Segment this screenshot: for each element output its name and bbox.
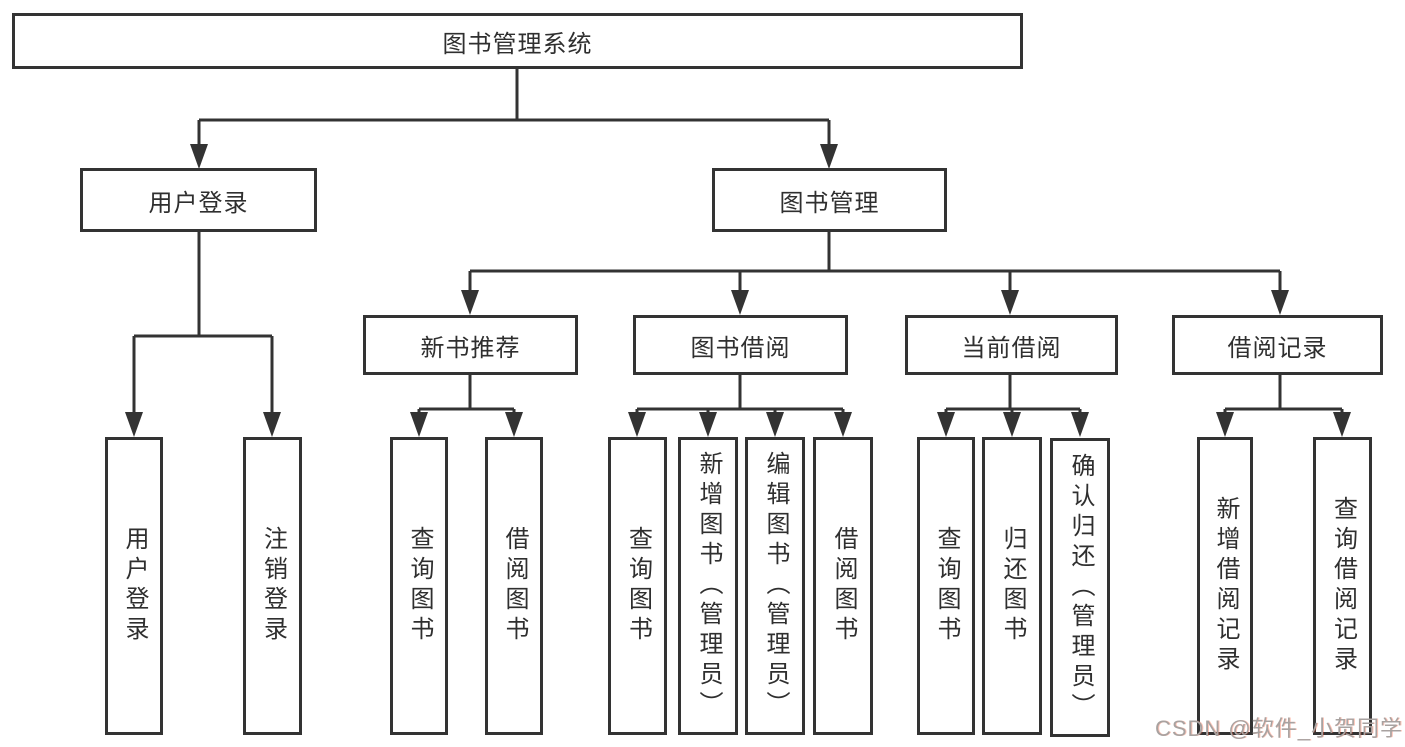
leaf-label: 新增图书（管理员） bbox=[695, 451, 722, 721]
leaf-user-login: 用户登录 bbox=[105, 437, 163, 735]
leaf-query-book-borrow: 查询图书 bbox=[608, 437, 667, 735]
leaf-label: 查询图书 bbox=[624, 526, 652, 646]
leaf-borrow-book: 借阅图书 bbox=[813, 437, 873, 735]
leaf-query-borrow-record: 查询借阅记录 bbox=[1313, 437, 1372, 735]
node-borrow-records: 借阅记录 bbox=[1172, 315, 1383, 375]
arrowheads bbox=[125, 144, 1351, 437]
leaf-label: 查询图书 bbox=[933, 526, 960, 646]
node-new-book-recommend: 新书推荐 bbox=[363, 315, 578, 375]
leaf-label: 注销登录 bbox=[259, 526, 287, 646]
leaf-label: 借阅图书 bbox=[830, 526, 857, 646]
leaf-confirm-return-admin: 确认归还（管理员） bbox=[1050, 438, 1110, 737]
node-user-login: 用户登录 bbox=[80, 168, 317, 232]
leaf-label: 借阅图书 bbox=[501, 526, 528, 646]
leaf-add-borrow-record: 新增借阅记录 bbox=[1197, 437, 1253, 735]
connector-root bbox=[197, 69, 831, 150]
leaf-query-book-recommend: 查询图书 bbox=[390, 437, 448, 735]
node-book-management: 图书管理 bbox=[712, 168, 947, 232]
leaf-logout: 注销登录 bbox=[243, 437, 302, 735]
leaf-return-book: 归还图书 bbox=[982, 437, 1042, 735]
connector-book-management bbox=[468, 232, 1282, 296]
leaf-query-book-current: 查询图书 bbox=[917, 437, 975, 735]
leaf-label: 用户登录 bbox=[121, 526, 148, 646]
leaf-add-book-admin: 新增图书（管理员） bbox=[678, 437, 738, 735]
connector-user-login bbox=[132, 232, 274, 418]
node-library-system: 图书管理系统 bbox=[12, 13, 1023, 69]
connector-book-borrow bbox=[635, 375, 845, 420]
leaf-borrow-book-recommend: 借阅图书 bbox=[485, 437, 543, 735]
leaf-label: 确认归还（管理员） bbox=[1067, 452, 1094, 723]
node-current-borrow: 当前借阅 bbox=[905, 315, 1118, 375]
leaf-label: 新增借阅记录 bbox=[1212, 496, 1239, 676]
node-book-borrow: 图书借阅 bbox=[633, 315, 848, 375]
leaf-edit-book-admin: 编辑图书（管理员） bbox=[745, 437, 805, 735]
connector-borrow-records bbox=[1223, 375, 1344, 420]
leaf-label: 查询借阅记录 bbox=[1329, 496, 1357, 676]
leaf-label: 归还图书 bbox=[999, 526, 1026, 646]
leaf-label: 查询图书 bbox=[406, 526, 433, 646]
leaf-label: 编辑图书（管理员） bbox=[762, 451, 789, 721]
csdn-watermark: CSDN @软件_小贺同学 bbox=[1154, 716, 1403, 741]
connector-new-book bbox=[417, 375, 516, 420]
